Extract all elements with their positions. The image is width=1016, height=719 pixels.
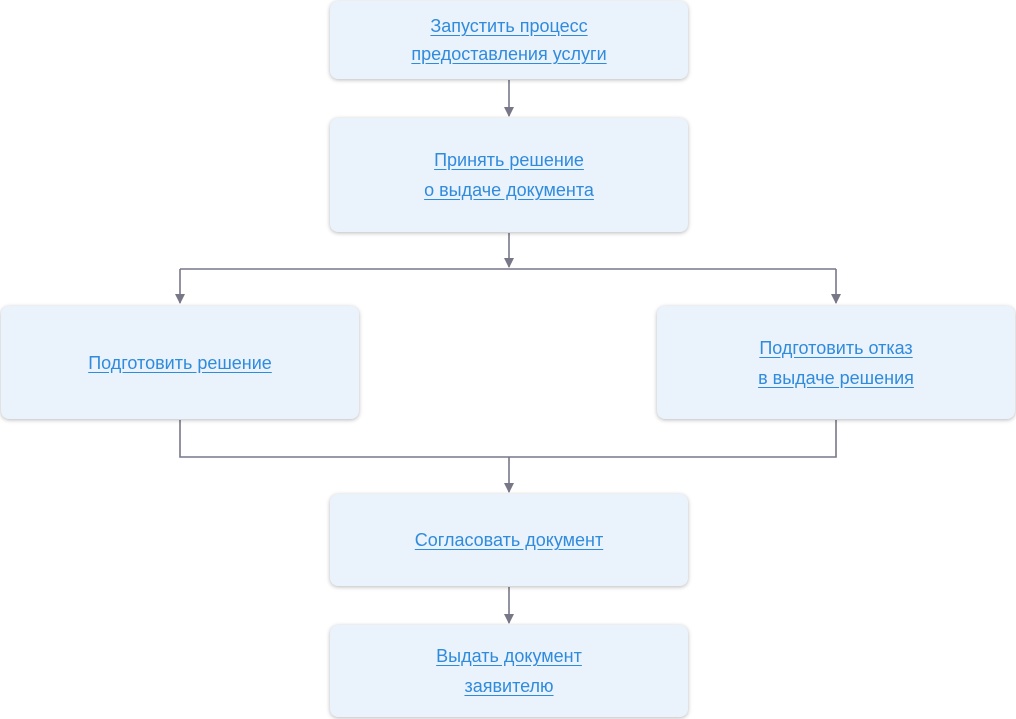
node-issue-document-label[interactable]: Выдать документ заявителю — [436, 646, 582, 696]
node-issue-document[interactable]: Выдать документ заявителю — [330, 625, 688, 717]
node-start-process[interactable]: Запустить процесс предоставления услуги — [330, 1, 688, 79]
node-approve-document[interactable]: Согласовать документ — [330, 494, 688, 586]
node-prepare-decision[interactable]: Подготовить решение — [1, 306, 359, 419]
node-approve-document-label[interactable]: Согласовать документ — [414, 530, 604, 550]
node-prepare-refusal-label[interactable]: Подготовить отказ в выдаче решения — [758, 337, 914, 388]
node-prepare-refusal[interactable]: Подготовить отказ в выдаче решения — [657, 306, 1015, 419]
node-prepare-decision-label[interactable]: Подготовить решение — [88, 352, 272, 373]
node-start-process-label[interactable]: Запустить процесс предоставления услуги — [411, 16, 607, 64]
node-make-decision[interactable]: Принять решение о выдаче документа — [330, 118, 688, 232]
edge-merge — [179, 420, 837, 458]
node-make-decision-label[interactable]: Принять решение о выдаче документа — [424, 150, 594, 200]
